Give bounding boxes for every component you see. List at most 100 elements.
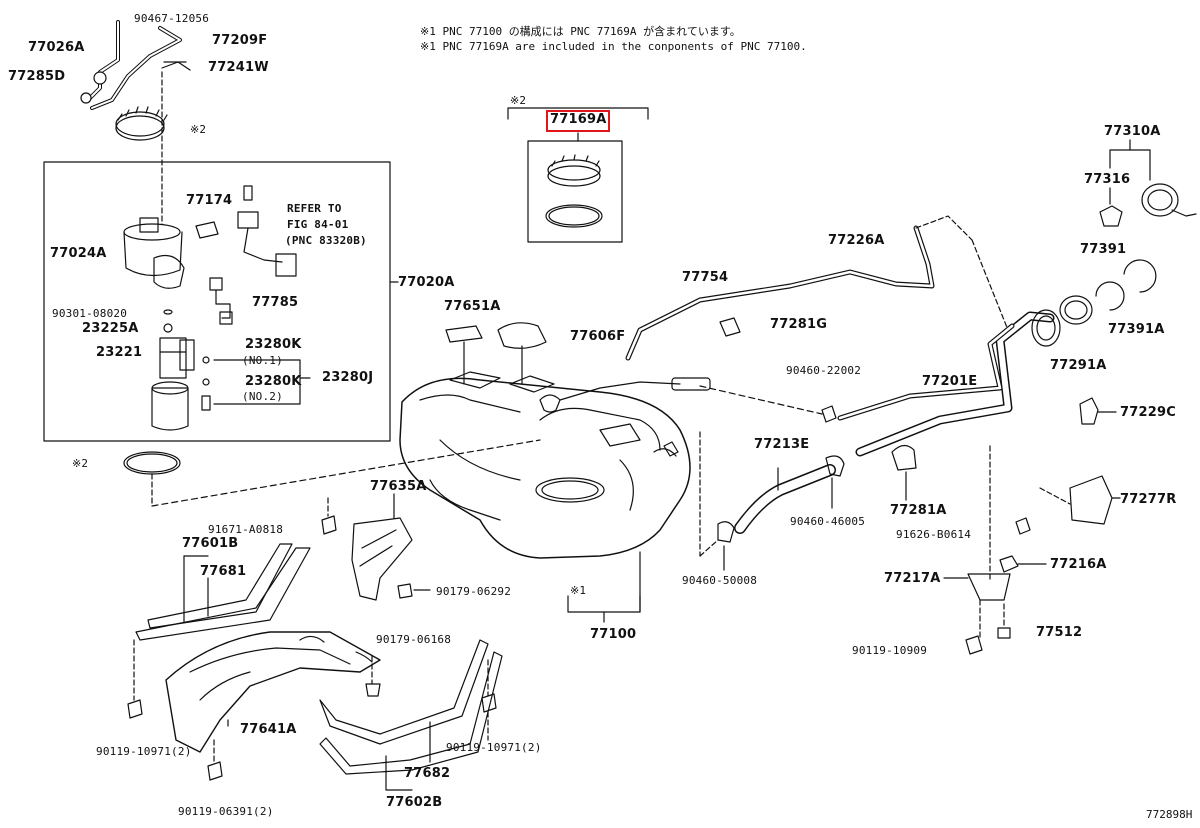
part-label[interactable]: 77201E [922,374,978,389]
part-label[interactable]: 77174 [186,193,233,208]
part-label: (NO.2) [242,390,283,403]
part-label-highlighted[interactable]: 77169A [550,112,607,127]
part-label[interactable]: 23280J [322,370,374,385]
bracket-77100 [567,595,641,613]
part-label[interactable]: 90301-08020 [52,307,128,320]
gasket-left [123,451,181,475]
part-label[interactable]: 77281G [770,317,828,332]
nut-90179-06292 [397,583,413,599]
part-label[interactable]: 77512 [1036,625,1083,640]
part-label[interactable]: 77216A [1050,557,1107,572]
bolt-90119-06391 [207,761,223,781]
part-label[interactable]: 77100 [590,627,637,642]
part-label[interactable]: 77391A [1108,322,1165,337]
part-label[interactable]: 77316 [1084,172,1131,187]
part-label[interactable]: 77285D [8,69,66,84]
gasket-kit-parts [545,154,603,228]
ref-mark: ※2 [190,123,207,136]
bolt-90119-10971-right [481,693,497,713]
part-label[interactable]: 77391 [1080,242,1127,257]
part-label[interactable]: 77682 [404,766,451,781]
fuel-tank [399,371,711,559]
gasket-kit-box [527,140,623,243]
bracket-77217A [967,573,1011,601]
part-label[interactable]: 23221 [96,345,143,360]
part-label[interactable]: 90460-22002 [786,364,862,377]
wire-harness [237,185,297,277]
note-japanese: ※1 PNC 77100 の構成には PNC 77169A が含まれています。 [420,25,741,38]
lock-ring-top [115,106,168,141]
fuel-pipe-lines [80,20,191,110]
valve-77229C [1079,397,1099,425]
strap-front [135,543,311,641]
part-label[interactable]: 77651A [444,299,501,314]
ref-mark: ※2 [510,94,527,107]
clip-77512 [997,627,1011,639]
part-label[interactable]: 23280K [245,374,302,389]
refer-line-3: (PNC 83320B) [285,234,367,247]
part-label[interactable]: 77291A [1050,358,1107,373]
bracket-77169A [507,107,649,120]
part-label[interactable]: 90119-10909 [852,644,928,657]
bracket-23280J [213,359,301,405]
part-label[interactable]: 77020A [398,275,455,290]
fuel-pump [151,309,211,431]
bolt-91626 [1015,517,1031,535]
pad-77651A [445,325,483,343]
part-label[interactable]: 90179-06292 [436,585,512,598]
part-label[interactable]: 77606F [570,329,626,344]
pump-module [123,217,219,289]
nut-90179-06168 [365,683,381,697]
part-label[interactable]: 77213E [754,437,810,452]
vent-tubes [625,215,1009,361]
part-label[interactable]: 77277R [1120,492,1177,507]
strap-rear [319,639,503,775]
part-label[interactable]: 91626-B0614 [896,528,972,541]
part-label[interactable]: 77602B [386,795,443,810]
bolt-91671 [321,515,337,535]
filler-pipe [699,309,1061,457]
pad-77606F [497,322,547,349]
refer-line-1: REFER TO [287,202,342,215]
bolt-90119-10909 [965,635,983,655]
part-label[interactable]: 90460-46005 [790,515,866,528]
hose-77213E [717,455,845,543]
part-label[interactable]: 23280K [245,337,302,352]
part-label[interactable]: 77310A [1104,124,1161,139]
connector-77785 [209,277,233,325]
pump-assembly-box [43,161,391,442]
part-label[interactable]: 77754 [682,270,729,285]
part-label[interactable]: 90119-10971(2) [446,741,542,754]
clip-77281G [719,317,741,337]
part-label[interactable]: 77601B [182,536,239,551]
part-label: (NO.1) [242,354,283,367]
ring-77391 [1095,281,1125,311]
part-label[interactable]: 77641A [240,722,297,737]
part-label[interactable]: 77209F [212,33,268,48]
part-label[interactable]: 77229C [1120,405,1176,420]
ref-mark: ※1 [570,584,587,597]
part-label[interactable]: 77635A [370,479,427,494]
part-label[interactable]: 77024A [50,246,107,261]
clamp-77281A [891,444,917,471]
part-label[interactable]: 77241W [208,60,269,75]
figure-id: 772898H [1146,808,1193,821]
part-label[interactable]: 77281A [890,503,947,518]
bolt-90119-10971-left [127,699,143,719]
fuel-cap [1099,183,1197,227]
part-label[interactable]: 23225A [82,321,139,336]
refer-line-2: FIG 84-01 [287,218,349,231]
part-label[interactable]: 77226A [828,233,885,248]
part-label[interactable]: 91671-A0818 [208,523,284,536]
part-label[interactable]: 77026A [28,40,85,55]
part-label[interactable]: 90119-10971(2) [96,745,192,758]
part-label[interactable]: 77217A [884,571,941,586]
part-label[interactable]: 90460-50008 [682,574,758,587]
part-label[interactable]: 90119-06391(2) [178,805,274,818]
part-label[interactable]: 90467-12056 [134,12,210,25]
part-label[interactable]: 90179-06168 [376,633,452,646]
part-label[interactable]: 77785 [252,295,299,310]
part-label[interactable]: 77681 [200,564,247,579]
